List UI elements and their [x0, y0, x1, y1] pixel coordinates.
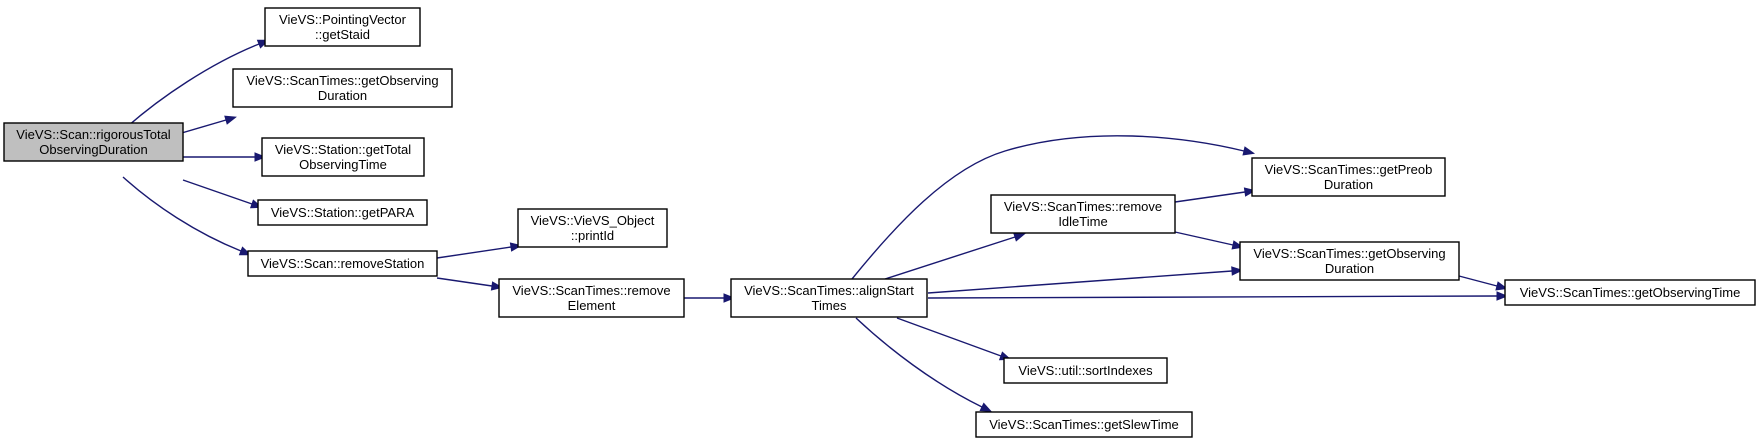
node-label: VieVS::ScanTimes::getPreob — [1265, 162, 1433, 177]
node-label: VieVS::util::sortIndexes — [1018, 363, 1153, 378]
node-obj_printId[interactable]: VieVS::VieVS_Object::printId — [517, 208, 668, 248]
node-label: VieVS::Station::getTotal — [275, 142, 411, 157]
edge-line — [117, 43, 260, 136]
edge-scan_removeStation-to-st_removeElement — [436, 277, 504, 291]
node-box — [1251, 157, 1446, 197]
node-box — [990, 194, 1176, 234]
node-label: Duration — [318, 88, 367, 103]
node-box — [1003, 357, 1168, 384]
node-box — [3, 122, 184, 162]
node-box — [517, 208, 668, 248]
node-box — [232, 68, 453, 108]
node-label: VieVS::ScanTimes::getObservingTime — [1520, 285, 1741, 300]
node-box — [975, 411, 1193, 438]
arrowhead-icon — [1242, 146, 1256, 156]
edge-st_alignStart-to-st_getPreob — [851, 135, 1256, 280]
arrowhead-icon — [1231, 266, 1244, 276]
node-label: VieVS::ScanTimes::getSlewTime — [989, 417, 1179, 432]
node-label: VieVS::Scan::removeStation — [261, 256, 425, 271]
node-box — [1504, 279, 1756, 306]
node-label: VieVS::ScanTimes::getObserving — [246, 73, 438, 88]
edge-st_alignStart-to-st_getObsDur2 — [927, 266, 1244, 294]
node-label: VieVS::ScanTimes::alignStart — [744, 283, 914, 298]
arrowhead-icon — [723, 293, 736, 303]
edge-rigorous-to-station_getTotal — [183, 152, 267, 162]
edge-rigorous-to-scan_removeStation — [122, 176, 252, 256]
node-label: VieVS::VieVS_Object — [531, 213, 655, 228]
node-box — [264, 7, 421, 47]
node-util_sortIndexes[interactable]: VieVS::util::sortIndexes — [1003, 357, 1168, 384]
node-st_getSlew[interactable]: VieVS::ScanTimes::getSlewTime — [975, 411, 1193, 438]
node-label: ::printId — [571, 228, 614, 243]
node-label: ::getStaid — [315, 27, 370, 42]
edge-line — [1458, 275, 1498, 287]
node-label: ObservingTime — [299, 157, 387, 172]
edge-st_alignStart-to-st_getSlew — [855, 317, 993, 412]
node-label: VieVS::PointingVector — [279, 12, 407, 27]
node-st_getObsTime[interactable]: VieVS::ScanTimes::getObservingTime — [1504, 279, 1756, 306]
edge-line — [851, 135, 1245, 280]
node-box — [498, 278, 685, 318]
node-box — [261, 137, 425, 177]
node-station_getPARA[interactable]: VieVS::Station::getPARA — [257, 199, 428, 226]
edge-line — [927, 295, 1498, 299]
edge-line — [855, 317, 983, 408]
node-label: VieVS::Station::getPARA — [271, 205, 415, 220]
edge-st_removeIdle-to-st_getObsDur2 — [1174, 231, 1245, 250]
edge-line — [1174, 191, 1246, 203]
edge-st_getObsDur2-to-st_getObsTime — [1458, 275, 1508, 291]
node-label: VieVS::Scan::rigorousTotal — [16, 127, 171, 142]
edge-rigorous-to-station_getPARA — [182, 179, 263, 209]
edge-line — [436, 277, 493, 287]
node-box — [1239, 241, 1460, 281]
arrowhead-icon — [254, 152, 267, 162]
arrowhead-icon — [1495, 281, 1508, 291]
node-box — [247, 250, 438, 277]
arrowhead-icon — [224, 115, 237, 125]
node-scan_removeStation[interactable]: VieVS::Scan::removeStation — [247, 250, 438, 277]
arrowhead-icon — [1496, 291, 1509, 301]
edge-st_alignStart-to-util_sortIndexes — [896, 317, 1012, 361]
edge-line — [1174, 231, 1234, 246]
arrowhead-icon — [979, 402, 993, 412]
node-label: Element — [568, 298, 616, 313]
node-label: Duration — [1325, 261, 1374, 276]
node-box — [257, 199, 428, 226]
node-rigorous[interactable]: VieVS::Scan::rigorousTotalObservingDurat… — [3, 122, 184, 162]
node-box — [730, 278, 928, 318]
edge-line — [896, 317, 1002, 357]
node-label: ObservingDuration — [39, 142, 147, 157]
node-label: IdleTime — [1058, 214, 1107, 229]
call-graph-nodes: VieVS::Scan::rigorousTotalObservingDurat… — [3, 7, 1756, 438]
edge-line — [182, 179, 253, 205]
edge-st_removeElement-to-st_alignStart — [684, 293, 736, 303]
edge-st_alignStart-to-st_removeIdle — [884, 232, 1026, 280]
edge-scan_removeStation-to-obj_printId — [436, 242, 523, 259]
node-label: Times — [812, 298, 847, 313]
edge-st_alignStart-to-st_getObsTime — [927, 291, 1509, 301]
call-graph-edges — [117, 39, 1509, 412]
edge-st_removeIdle-to-st_getPreob — [1174, 187, 1257, 203]
edge-line — [884, 236, 1016, 280]
edge-line — [436, 246, 512, 259]
edge-line — [927, 270, 1233, 294]
node-label: VieVS::ScanTimes::remove — [1004, 199, 1162, 214]
node-pv_getStaid[interactable]: VieVS::PointingVector::getStaid — [264, 7, 421, 47]
node-label: Duration — [1324, 177, 1373, 192]
edge-line — [122, 176, 242, 252]
node-label: VieVS::ScanTimes::getObserving — [1253, 246, 1445, 261]
arrowhead-icon — [1013, 232, 1026, 242]
node-label: VieVS::ScanTimes::remove — [512, 283, 670, 298]
